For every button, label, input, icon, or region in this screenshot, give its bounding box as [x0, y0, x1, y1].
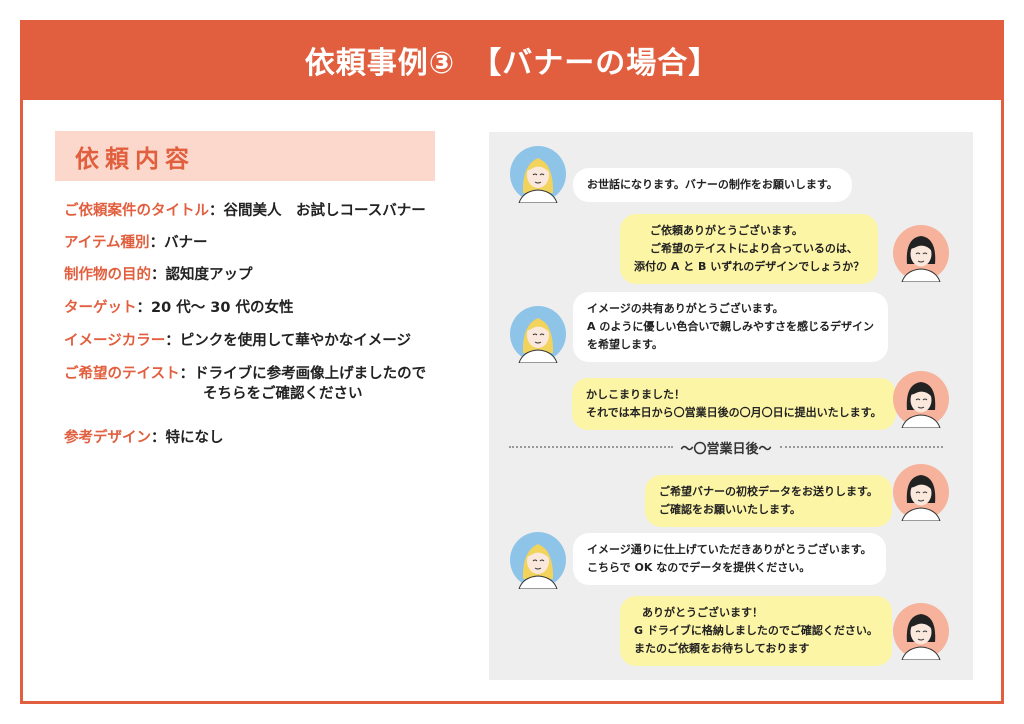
- time-divider: ～〇営業日後～: [509, 437, 944, 457]
- request-item-purpose: 制作物の目的：認知度アップ: [64, 267, 253, 283]
- chat-message-client: イメージ通りに仕上げていただきありがとうございます。 こちらで OK なのでデー…: [573, 533, 886, 585]
- request-item-target: ターゲット：20 代～ 30 代の女性: [64, 300, 294, 316]
- request-item-title: ご依頼案件のタイトル：谷間美人 お試しコースバナー: [64, 203, 426, 219]
- chat-message-staff: ご依頼ありがとうございます。 ご希望のテイストにより合っているのは、 添付の A…: [620, 214, 879, 284]
- staff-avatar-icon: [892, 370, 950, 428]
- chat-message-client: お世話になります。バナーの制作をお願いします。: [573, 168, 852, 202]
- section-title: 依頼内容: [55, 131, 435, 181]
- chat-message-staff: かしこまりました！ それでは本日から〇営業日後の〇月〇日に提出いたします。: [572, 378, 896, 430]
- chat-message-staff: ご希望バナーの初校データをお送りします。 ご確認をお願いいたします。: [645, 475, 892, 527]
- staff-avatar-icon: [892, 602, 950, 660]
- client-avatar-icon: [509, 145, 567, 203]
- request-item-type: アイテム種別：バナー: [64, 235, 208, 251]
- request-item-reference: 参考デザイン：特になし: [64, 430, 224, 446]
- chat-message-client: イメージの共有ありがとうございます。 A のように優しい色合いで親しみやすさを感…: [573, 292, 889, 362]
- request-item-taste: ご希望のテイスト：ドライブに参考画像上げましたのでそちらをご確認ください: [64, 366, 427, 402]
- page-title: 依頼事例③ 【バナーの場合】: [20, 20, 1004, 100]
- request-item-color: イメージカラー：ピンクを使用して華やかなイメージ: [64, 333, 411, 349]
- staff-avatar-icon: [892, 224, 950, 282]
- client-avatar-icon: [509, 305, 567, 363]
- client-avatar-icon: [509, 531, 567, 589]
- chat-message-staff: ありがとうございます！ G ドライブに格納しましたのでご確認ください。 またのご…: [620, 596, 892, 666]
- staff-avatar-icon: [892, 463, 950, 521]
